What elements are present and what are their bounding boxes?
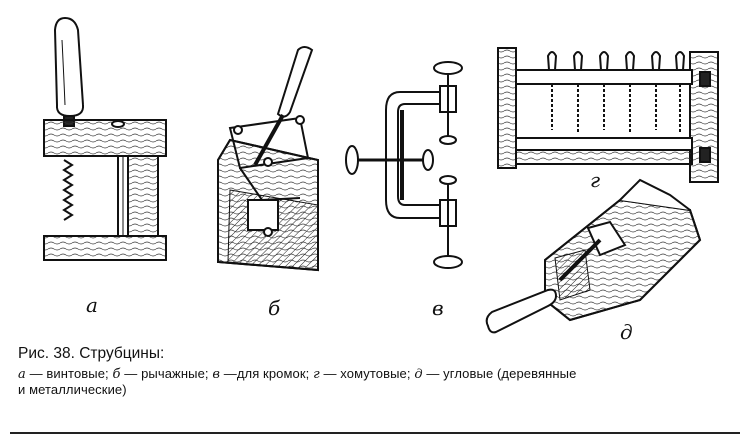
figure-illustrations: а б в г д xyxy=(43,16,719,344)
caption-letter-v: в xyxy=(212,367,221,382)
figure-caption: Рис. 38. Струбцины: а — винтовые; б — ры… xyxy=(18,344,738,397)
caption-body: а — винтовые; б — рычажные; в —для кромо… xyxy=(18,366,738,397)
caption-text-d: — угловые (деревянные xyxy=(426,366,577,381)
figure-label-g: г xyxy=(590,168,601,192)
caption-tail: и металлические) xyxy=(18,382,127,397)
edge-clamp-drawing xyxy=(345,61,463,269)
caption-letter-b: б xyxy=(112,367,121,382)
lever-clamp-drawing xyxy=(217,46,319,272)
clamps-drawing xyxy=(43,16,719,334)
caption-letter-g: г xyxy=(313,367,320,382)
caption-text-b: — рычажные; xyxy=(124,366,209,381)
caption-text-g: — хомутовые; xyxy=(323,366,411,381)
figure-label-a: а xyxy=(86,293,98,317)
caption-title: Рис. 38. Струбцины: xyxy=(18,345,165,362)
band-clamps-drawing xyxy=(497,47,719,183)
bottom-rule xyxy=(10,432,740,434)
figure-label-b: б xyxy=(268,296,281,320)
caption-letter-a: а xyxy=(18,367,26,382)
caption-letter-d: д xyxy=(414,367,423,382)
figure-label-v: в xyxy=(432,296,444,320)
figure-label-d: д xyxy=(620,320,633,344)
caption-text-a: — винтовые; xyxy=(29,366,109,381)
caption-text-v: —для кромок; xyxy=(223,366,310,381)
screw-clamp-drawing xyxy=(43,16,167,261)
corner-clamp-drawing xyxy=(485,178,702,334)
